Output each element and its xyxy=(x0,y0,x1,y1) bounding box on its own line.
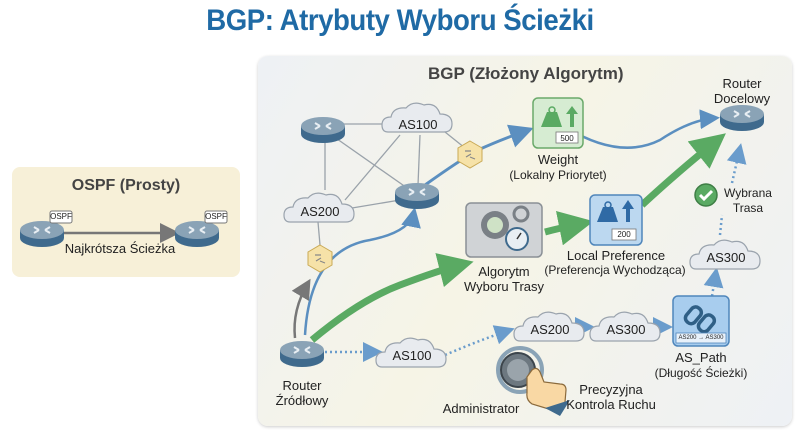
arrow-up-icon-blue xyxy=(622,200,634,222)
control-label-1: Precyzyjna xyxy=(579,382,643,397)
route-hex-icon-left xyxy=(307,244,333,273)
green-path-algorithm-pref xyxy=(544,210,594,246)
source-router[interactable] xyxy=(279,340,325,368)
selected-route-label-2: Trasa xyxy=(732,201,764,215)
cloud-as300-right-label: AS300 xyxy=(706,250,746,265)
chain-link-icon xyxy=(683,305,717,334)
cloud-as100-bottom-label: AS100 xyxy=(392,348,432,363)
page-title: BGP: Atrybuty Wyboru Ścieżki xyxy=(206,4,594,37)
selected-route-label-1: Wybrana xyxy=(724,186,772,200)
cloud-as100-top-label: AS100 xyxy=(398,117,438,132)
control-label-2: Kontrola Ruchu xyxy=(566,397,656,412)
small-gear-icon xyxy=(512,205,530,223)
path-source-to-router xyxy=(303,207,421,336)
ospf-badge-right xyxy=(204,210,228,224)
hand-pointer-icon xyxy=(526,367,570,416)
ospf-diagram xyxy=(19,210,228,248)
arrow-up-icon xyxy=(566,106,578,127)
dotted-check-dest xyxy=(726,143,747,184)
router-mesh-center[interactable] xyxy=(394,182,440,210)
bgp-title: BGP (Złożony Algorytm) xyxy=(428,64,624,83)
weight-value: 500 xyxy=(560,134,574,143)
cloud-as300-bottom-label: AS300 xyxy=(606,322,646,337)
dest-router-label-2: Docelowy xyxy=(713,91,771,106)
weight-name: Weight xyxy=(537,152,579,167)
weight-icon-blue xyxy=(597,207,618,222)
local-pref-name: Local Preference xyxy=(566,248,666,263)
algorithm-label-2: Wyboru Trasy xyxy=(463,279,545,294)
weight-box[interactable] xyxy=(532,97,584,149)
ospf-path-label: Najkrótsza Ścieżka xyxy=(64,241,176,256)
ospf-router-left[interactable] xyxy=(19,220,65,248)
algorithm-box[interactable] xyxy=(465,202,543,258)
local-pref-value: 200 xyxy=(617,230,631,239)
ospf-badge-right-label: OSPF xyxy=(205,212,227,221)
dest-router-label-1: Router xyxy=(722,76,762,91)
ospf-router-right[interactable] xyxy=(174,220,220,248)
check-icon xyxy=(694,183,718,207)
source-router-label-2: Źródłowy xyxy=(275,393,329,408)
weight-icon xyxy=(541,112,562,127)
admin-label: Administrator xyxy=(442,401,520,416)
green-path-source-algorithm xyxy=(309,253,474,343)
router-top-left[interactable] xyxy=(300,116,346,144)
local-pref-desc: (Preferencja Wychodząca) xyxy=(544,263,686,277)
green-path-pref-dest xyxy=(639,133,726,208)
as-path-desc: (Długość Ścieżki) xyxy=(654,366,748,380)
as-path-value: AS200 → AS300 xyxy=(678,335,724,341)
as-path-name: AS_Path xyxy=(675,350,727,365)
ospf-badge-left xyxy=(49,210,73,224)
as-mesh-links xyxy=(317,123,466,246)
dotted-aspath-as300 xyxy=(703,267,724,297)
path-weight-to-dest xyxy=(566,109,720,149)
cloud-as200-bottom-label: AS200 xyxy=(530,322,570,337)
cloud-as200-left-label: AS200 xyxy=(300,204,340,219)
ospf-title: OSPF (Prosty) xyxy=(71,177,181,194)
local-pref-box[interactable] xyxy=(589,194,643,246)
dest-router[interactable] xyxy=(719,104,765,132)
as-path-box[interactable] xyxy=(672,295,730,347)
ospf-badge-left-label: OSPF xyxy=(50,212,72,221)
algorithm-label-1: Algorytm xyxy=(478,264,530,279)
weight-desc: (Lokalny Priorytet) xyxy=(509,168,607,182)
path-source-to-hex xyxy=(291,278,311,339)
dotted-as100-as200 xyxy=(444,325,515,357)
source-router-label-1: Router xyxy=(282,378,322,393)
dotted-as300-check xyxy=(718,214,724,236)
